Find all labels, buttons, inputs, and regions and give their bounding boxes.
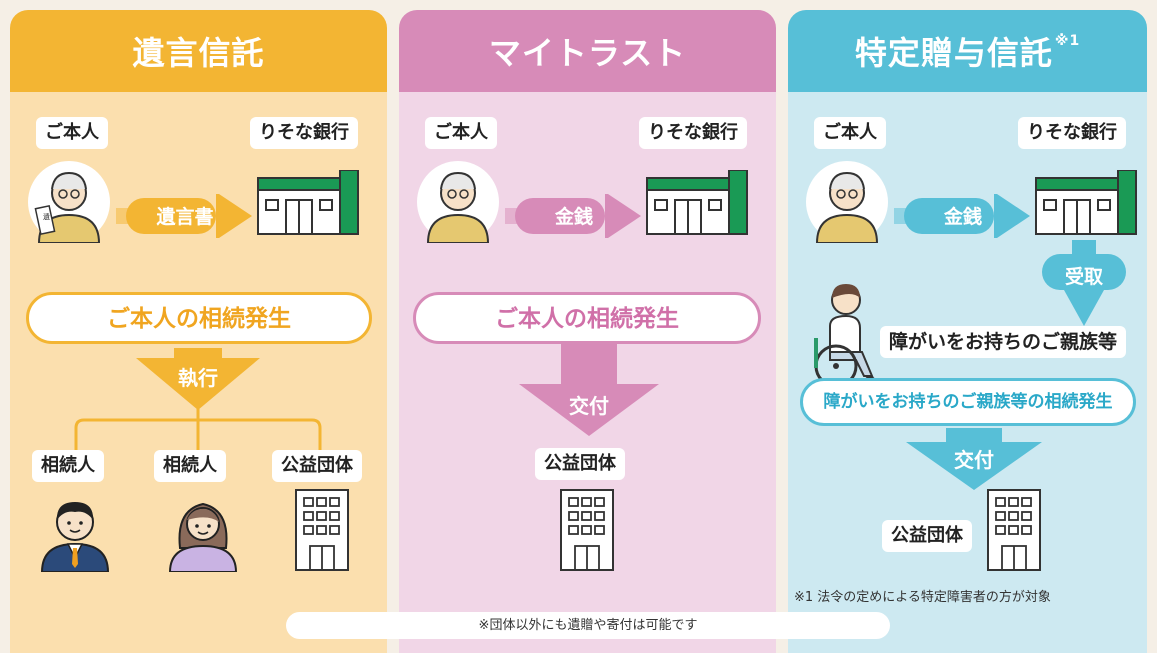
- transfer-item-label: 金銭: [554, 206, 593, 228]
- recipient-public-org: 公益団体: [882, 520, 972, 552]
- recipient-public-org: 公益団体: [272, 450, 362, 482]
- column-title-text: 特定贈与信託: [854, 34, 1053, 72]
- column-title: 特定贈与信託※1: [788, 10, 1147, 92]
- action-label: 交付: [569, 394, 609, 418]
- down-arrow: [906, 428, 1042, 490]
- trigger-pill: 障がいをお持ちのご親族等の相続発生: [800, 378, 1136, 426]
- public-org-building-icon: [560, 489, 614, 571]
- column-body: ご本人 りそな銀行 遺 遺言書: [10, 92, 387, 653]
- elderly-person-icon: 遺: [28, 161, 110, 243]
- elderly-person-icon: [417, 161, 499, 243]
- public-org-building-icon: [987, 489, 1041, 571]
- column-tokutei-zouyo-shintaku: 特定贈与信託※1 ご本人 りそな銀行 金銭: [788, 10, 1147, 653]
- trigger-pill: ご本人の相続発生: [413, 292, 761, 344]
- recipient-heir-2: 相続人: [154, 450, 226, 482]
- male-heir-icon: [40, 502, 110, 572]
- elderly-person-icon: [806, 161, 888, 243]
- label-bank: りそな銀行: [1018, 117, 1126, 149]
- beneficiary-label: 障がいをお持ちのご親族等: [880, 326, 1127, 358]
- label-honnin: ご本人: [36, 117, 108, 149]
- transfer-item-label: 遺言書: [156, 206, 214, 228]
- svg-text:遺: 遺: [43, 212, 50, 221]
- transfer-item-label: 金銭: [943, 206, 982, 228]
- recipient-public-org: 公益団体: [535, 448, 625, 480]
- wheelchair-user-icon: [814, 284, 876, 388]
- column-my-trust: マイトラスト ご本人 りそな銀行 金銭 ご本人の相続発生: [399, 10, 776, 653]
- footnote: ※1 法令の定めによる特定障害者の方が対象: [794, 590, 1051, 605]
- bank-building-icon: [257, 170, 359, 235]
- column-yuigon-shintaku: 遺言信託 ご本人 りそな銀行 遺 遺言書: [10, 10, 387, 653]
- bottom-note: ※団体以外にも遺贈や寄付は可能です: [286, 612, 890, 639]
- column-body: ご本人 りそな銀行 金銭: [788, 92, 1147, 653]
- action-label: 交付: [954, 448, 994, 472]
- action-label: 執行: [178, 366, 218, 390]
- bank-building-icon: [1035, 170, 1137, 235]
- label-honnin: ご本人: [425, 117, 497, 149]
- branch-connector: [74, 406, 322, 450]
- down-arrow: [136, 348, 260, 410]
- trigger-pill: ご本人の相続発生: [26, 292, 372, 344]
- label-bank: りそな銀行: [250, 117, 358, 149]
- public-org-building-icon: [295, 489, 349, 571]
- column-title: マイトラスト: [399, 10, 776, 92]
- receive-label: 受取: [1064, 266, 1103, 288]
- label-bank: りそな銀行: [639, 117, 747, 149]
- transfer-arrow: [116, 194, 252, 238]
- column-title: 遺言信託: [10, 10, 387, 92]
- transfer-arrow: [894, 194, 1030, 238]
- transfer-arrow: [505, 194, 641, 238]
- female-heir-icon: [168, 502, 238, 572]
- receive-arrow: [1042, 240, 1126, 326]
- column-body: ご本人 りそな銀行 金銭 ご本人の相続発生: [399, 92, 776, 653]
- down-arrow: [519, 344, 659, 436]
- label-honnin: ご本人: [814, 117, 886, 149]
- recipient-heir-1: 相続人: [32, 450, 104, 482]
- bank-building-icon: [646, 170, 748, 235]
- title-note-marker: ※1: [1054, 33, 1081, 49]
